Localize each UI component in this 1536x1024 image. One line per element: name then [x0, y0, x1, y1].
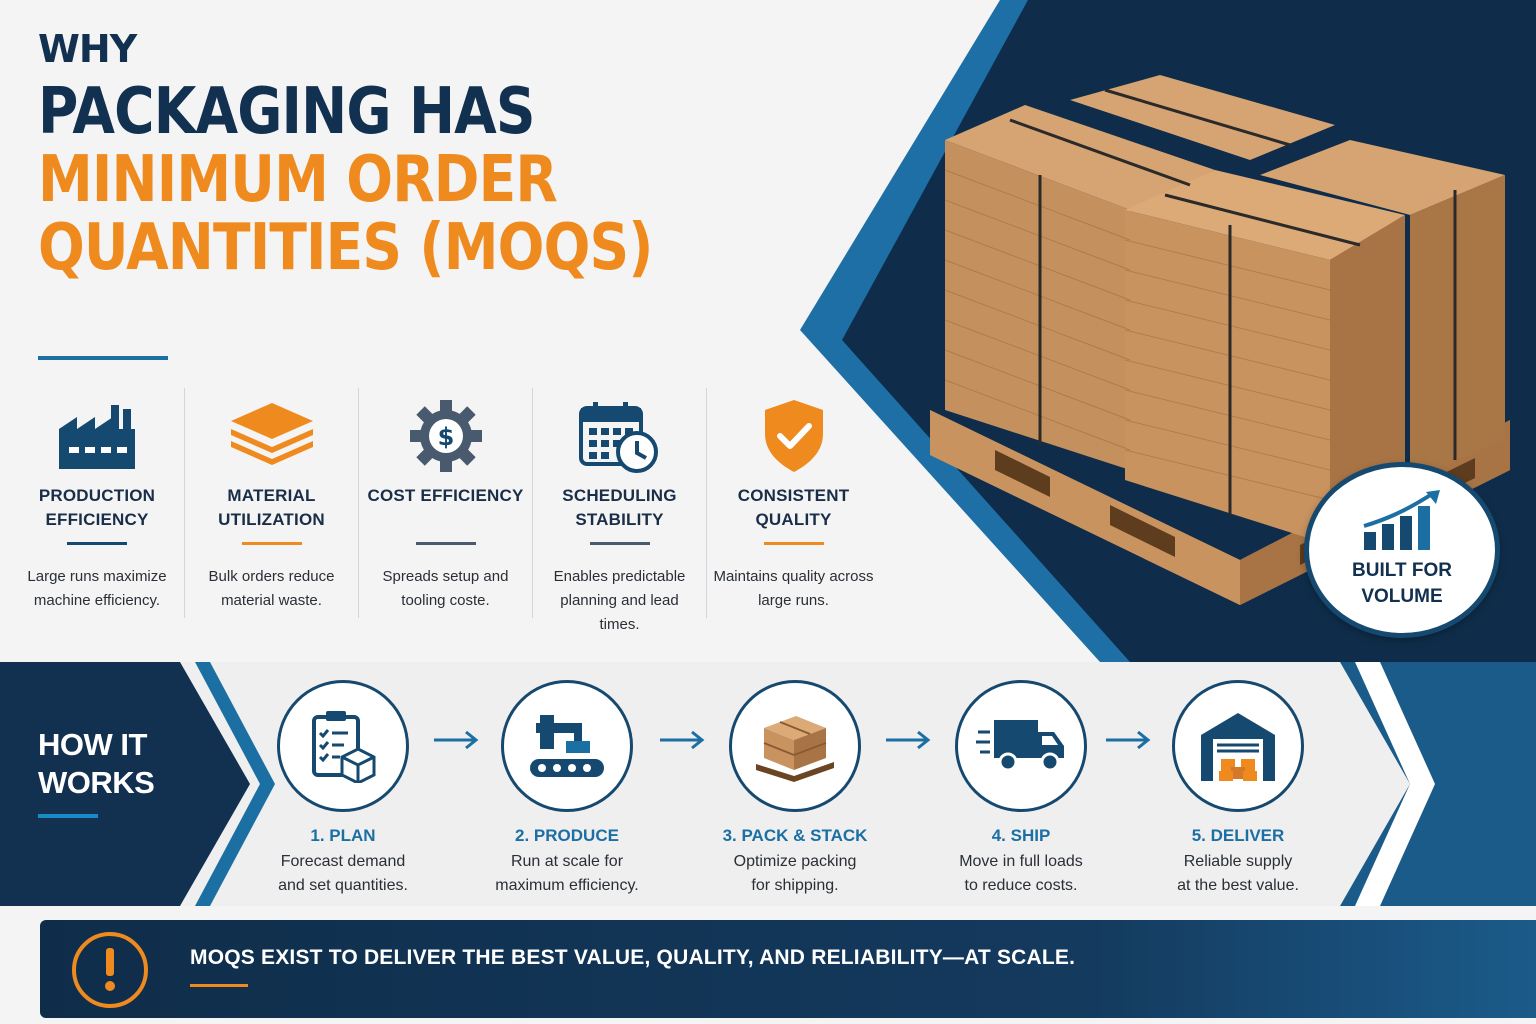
step-title: 4. SHIP — [991, 826, 1051, 845]
benefit-production-efficiency: PRODUCTION EFFICIENCY Large runs maximiz… — [10, 388, 184, 618]
benefit-title: COST EFFICIENCY — [367, 486, 524, 505]
benefit-rule — [763, 542, 824, 545]
step-pack-and-stack: 3. PACK & STACK Optimize packing for shi… — [680, 680, 910, 898]
headline: WHY PACKAGING HAS MINIMUM ORDER QUANTITI… — [38, 30, 818, 282]
benefit-title: CONSISTENT QUALITY — [737, 486, 850, 529]
benefit-rule — [415, 542, 476, 545]
step-circle — [955, 680, 1087, 812]
benefit-title: PRODUCTION EFFICIENCY — [38, 486, 156, 529]
step-desc-line1: Forecast demand — [280, 853, 406, 870]
badge-label-line2: VOLUME — [1361, 586, 1443, 607]
step-desc-line2: and set quantities. — [278, 877, 408, 894]
benefit-title: SCHEDULING STABILITY — [562, 486, 677, 529]
step-desc-line1: Move in full loads — [959, 853, 1083, 870]
step-title: 2. PRODUCE — [515, 826, 619, 845]
exclamation-icon — [72, 932, 148, 1008]
headline-quantities: QUANTITIES (MOQS) — [38, 211, 653, 285]
benefit-desc: Enables predictable planning and lead ti… — [553, 568, 686, 633]
step-desc-line2: to reduce costs. — [964, 877, 1078, 894]
benefit-desc: Spreads setup and tooling coste. — [382, 568, 509, 609]
benefit-consistent-quality: CONSISTENT QUALITY Maintains quality acr… — [706, 388, 880, 618]
headline-rule — [38, 356, 168, 360]
dollar-gear-icon: $ — [409, 400, 482, 472]
badge-label-line1: BUILT FOR — [1352, 560, 1452, 581]
step-circle — [277, 680, 409, 812]
headline-packaging-has: PACKAGING HAS — [38, 75, 536, 149]
shield-check-icon — [764, 400, 823, 472]
benefit-title: MATERIAL UTILIZATION — [218, 486, 325, 529]
conveyor-machine-icon — [530, 715, 604, 777]
factory-icon — [59, 405, 135, 469]
how-title-line2: WORKS — [38, 765, 155, 800]
arrow-right-icon — [886, 730, 931, 750]
step-circle — [501, 680, 633, 812]
how-it-works-rule — [38, 814, 98, 818]
step-desc-line1: Reliable supply — [1183, 853, 1293, 870]
benefits-row: PRODUCTION EFFICIENCY Large runs maximiz… — [10, 388, 890, 633]
headline-why: WHY — [38, 27, 137, 71]
headline-minimum-order: MINIMUM ORDER — [38, 143, 558, 217]
benefit-rule — [241, 542, 302, 545]
how-title-line1: HOW IT — [38, 727, 147, 762]
step-desc-line2: for shipping. — [751, 877, 839, 894]
footer-banner: MOQS EXIST TO DELIVER THE BEST VALUE, QU… — [40, 920, 1536, 1018]
step-deliver: 5. DELIVER Reliable supply at the best v… — [1123, 680, 1353, 898]
footer-rule — [190, 984, 248, 987]
benefit-rule — [589, 542, 650, 545]
layers-icon — [230, 403, 313, 465]
step-desc-line1: Optimize packing — [733, 853, 857, 870]
growth-chart-icon — [1363, 490, 1440, 550]
step-ship: 4. SHIP Move in full loads to reduce cos… — [906, 680, 1136, 898]
calendar-clock-icon — [578, 402, 658, 473]
step-circle — [1172, 680, 1304, 812]
arrow-right-icon — [434, 730, 479, 750]
arrow-right-icon — [1106, 730, 1151, 750]
step-title: 3. PACK & STACK — [722, 826, 868, 845]
benefit-desc: Large runs maximize machine efficiency. — [27, 568, 167, 609]
step-plan: 1. PLAN Forecast demand and set quantiti… — [228, 680, 458, 898]
step-desc-line2: maximum efficiency. — [495, 877, 639, 894]
pallet-boxes-icon — [756, 716, 834, 782]
benefit-desc: Bulk orders reduce material waste. — [208, 568, 335, 609]
built-for-volume-badge: BUILT FOR VOLUME — [1304, 462, 1500, 638]
step-title: 5. DELIVER — [1191, 826, 1285, 845]
step-circle — [729, 680, 861, 812]
how-it-works-title: HOW IT WORKS — [38, 726, 188, 802]
benefit-scheduling-stability: SCHEDULING STABILITY Enables predictable… — [532, 388, 706, 633]
benefit-material-utilization: MATERIAL UTILIZATION Bulk orders reduce … — [184, 388, 358, 618]
step-desc-line2: at the best value. — [1177, 877, 1299, 894]
benefit-desc: Maintains quality across large runs. — [713, 568, 874, 609]
step-title: 1. PLAN — [310, 826, 376, 845]
warehouse-icon — [1201, 713, 1275, 781]
step-produce: 2. PRODUCE Run at scale for maximum effi… — [452, 680, 682, 898]
benefit-rule — [67, 542, 127, 545]
step-desc-line1: Run at scale for — [510, 853, 624, 870]
clipboard-icon — [312, 711, 376, 783]
footer-message: MOQS EXIST TO DELIVER THE BEST VALUE, QU… — [190, 946, 1076, 969]
arrow-right-icon — [660, 730, 705, 750]
svg-text:$: $ — [437, 423, 454, 451]
truck-icon — [976, 720, 1064, 772]
benefit-cost-efficiency: $ COST EFFICIENCY Spreads setup and tool… — [358, 388, 532, 618]
